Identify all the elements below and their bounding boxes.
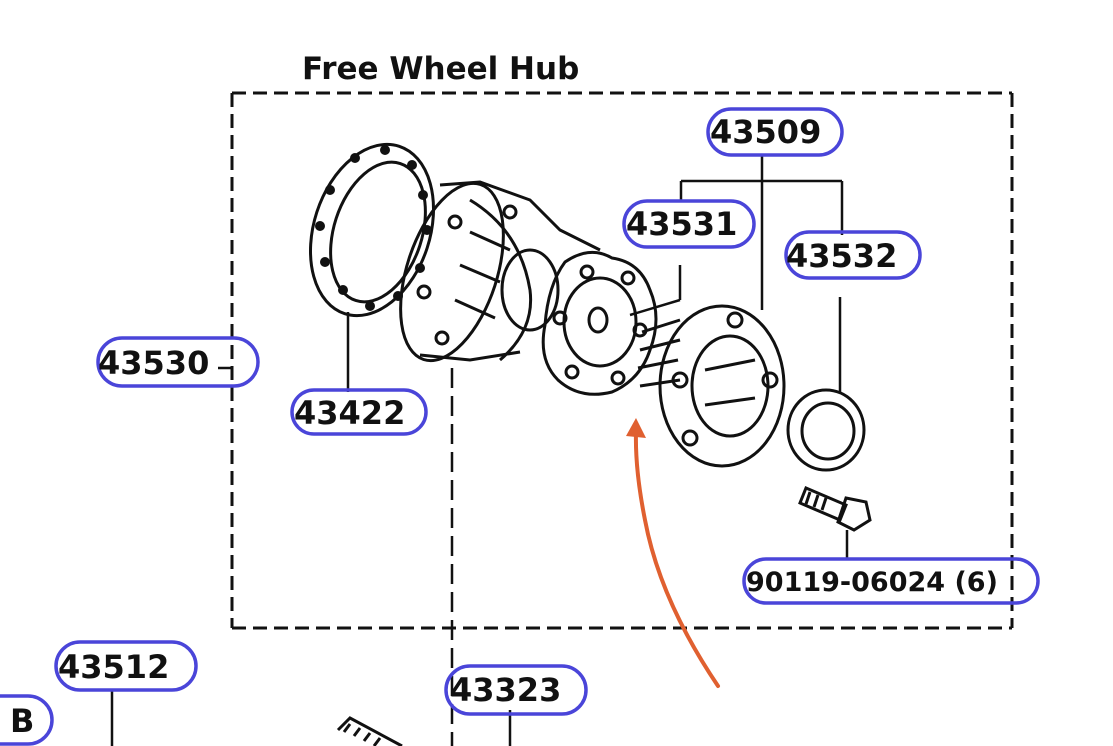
part-label-90119: 90119-06024 (6) bbox=[746, 567, 998, 598]
part-label-43531: 43531 bbox=[626, 205, 737, 243]
callout-circle-90119 bbox=[742, 557, 1040, 605]
hub-body-part bbox=[399, 180, 601, 363]
stud-part bbox=[336, 716, 403, 746]
callout-circle-43532 bbox=[784, 230, 922, 280]
part-label-43532: 43532 bbox=[786, 237, 897, 275]
callout-circle-43422 bbox=[290, 388, 428, 436]
part-label-b: B bbox=[10, 702, 34, 740]
callout-circles bbox=[0, 107, 1040, 746]
inner-hub-part bbox=[541, 250, 658, 396]
part-label-43509: 43509 bbox=[710, 113, 821, 151]
diagram-title: Free Wheel Hub bbox=[302, 51, 579, 87]
o-ring-part bbox=[786, 388, 866, 472]
callout-circle-b bbox=[0, 694, 54, 746]
part-label-43530: 43530 bbox=[98, 344, 209, 382]
assembly-boundary bbox=[230, 91, 1014, 630]
callout-circle-43323 bbox=[444, 664, 588, 716]
cover-part bbox=[637, 304, 786, 468]
callout-circle-43509 bbox=[706, 107, 844, 157]
part-label-43323: 43323 bbox=[450, 671, 561, 709]
callout-circle-43530 bbox=[96, 336, 260, 388]
annotation-arrow bbox=[626, 418, 720, 688]
leader-lines bbox=[110, 155, 849, 746]
callout-circle-43531 bbox=[622, 199, 756, 249]
callout-circle-43512 bbox=[54, 640, 198, 692]
part-label-43422: 43422 bbox=[294, 394, 405, 432]
bolt-part bbox=[798, 486, 872, 532]
gasket-part bbox=[308, 142, 436, 318]
part-label-43512: 43512 bbox=[58, 648, 169, 686]
